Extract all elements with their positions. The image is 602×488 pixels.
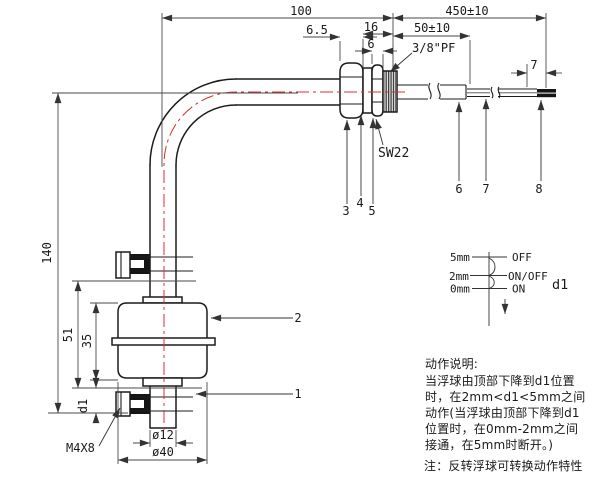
leader-sw22 [375, 118, 384, 146]
dimension-labels: 100 450±10 6.5 16 6 50±10 3/8"PF 7 SW22 … [40, 4, 538, 459]
action-notes: 动作说明: 当浮球由顶部下降到d1位置 时，在2mm<d1<5mm之间 动作(当… [424, 356, 585, 473]
switch-pos-5mm: 5mm [450, 251, 470, 264]
dim-label-51: 51 [61, 328, 75, 342]
switch-var-d1: d1 [552, 277, 568, 293]
wrench-size-label: SW22 [378, 146, 409, 161]
float-bottom-collar [142, 377, 183, 387]
dim-label-6-5: 6.5 [306, 23, 328, 37]
cable-break-symbol [428, 82, 441, 100]
notes-line-2: 时，在2mm<d1<5mm之间 [425, 390, 585, 404]
part-label-2: 2 [294, 311, 301, 325]
upper-stopper [115, 251, 193, 279]
switch-range-arcs [488, 257, 496, 289]
leader-m4x8 [98, 407, 121, 447]
bent-tube [149, 78, 341, 429]
notes-line-5: 接通，在5mm时断开。) [425, 437, 553, 452]
switch-pos-2mm: 2mm [449, 270, 469, 283]
hex-nut-1 [339, 62, 364, 119]
wire-pair [467, 88, 537, 98]
dim-label-7: 7 [530, 58, 537, 72]
dim-label-100: 100 [290, 4, 312, 18]
switch-action-diagram: 5mm 2mm 0mm OFF ON/OFF ON d1 [449, 251, 568, 326]
switch-level-lines [470, 256, 507, 289]
switch-pos-0mm: 0mm [450, 283, 470, 296]
part-label-7: 7 [482, 182, 489, 196]
bend-outer-arc [149, 78, 237, 166]
notes-line-3: 动作(当浮球由顶部下降到d1 [425, 405, 580, 420]
bend-inner-arc [175, 104, 237, 166]
mounting-fitting [339, 62, 398, 119]
dim-label-dia40: ø40 [152, 445, 174, 459]
dimension-lines [54, 14, 562, 464]
lower-stopper-flange-lines [130, 396, 193, 412]
thread-spec-label: 3/8"PF [412, 41, 455, 55]
ext-51 [72, 280, 202, 389]
dim-label-6: 6 [367, 37, 374, 51]
upper-stopper-screw-head [115, 251, 131, 279]
wire-break-symbol [490, 86, 501, 99]
screw-spec-label: M4X8 [66, 441, 95, 455]
lower-e-clip [130, 394, 150, 414]
lower-stopper [115, 391, 193, 417]
part-label-6: 6 [455, 182, 462, 196]
part-label-4: 4 [356, 196, 363, 210]
switch-state-off: OFF [512, 251, 532, 264]
stripped-wire-tip-top [537, 89, 556, 93]
dim-label-16: 16 [364, 20, 378, 34]
dim-label-d1: d1 [76, 399, 90, 413]
stripped-wire-tip-bottom [537, 93, 556, 98]
switch-state-on: ON [512, 283, 525, 296]
centerline [163, 91, 405, 431]
upper-stopper-flange-lines [130, 256, 193, 272]
part-label-1: 1 [294, 387, 301, 401]
upper-e-clip [130, 254, 150, 274]
switch-state-onoff: ON/OFF [508, 270, 548, 283]
notes-line-1: 当浮球由顶部下降到d1位置 [425, 373, 575, 388]
notes-line-4: 位置时，在0mm-2mm之间 [425, 421, 578, 436]
ext-dia40 [117, 382, 208, 464]
dim-label-35: 35 [80, 334, 94, 348]
stem-lower-end [149, 385, 177, 429]
dim-label-dia12: ø12 [152, 428, 174, 442]
part-label-3: 3 [342, 204, 349, 218]
part-numbers: 1 2 3 4 5 6 7 8 [294, 182, 542, 401]
float-top-collar [142, 296, 183, 304]
part-label-5: 5 [368, 204, 375, 218]
cable [397, 82, 556, 100]
cable-jacket [397, 84, 467, 100]
notes-title: 动作说明: [425, 356, 478, 371]
hex-nut-2-facets [372, 78, 383, 103]
spacer-washer [362, 67, 373, 114]
notes-footnote: 注：反转浮球可转换动作特性 [424, 458, 583, 473]
dim-label-450: 450±10 [445, 4, 488, 18]
hex-nut-1-facets [340, 76, 363, 105]
leader-thread-spec [389, 52, 413, 73]
dim-label-50: 50±10 [414, 21, 450, 35]
part-label-8: 8 [535, 182, 542, 196]
hex-nut-2 [371, 64, 384, 117]
dim-label-140: 140 [40, 242, 54, 264]
leader-lines [98, 52, 545, 447]
